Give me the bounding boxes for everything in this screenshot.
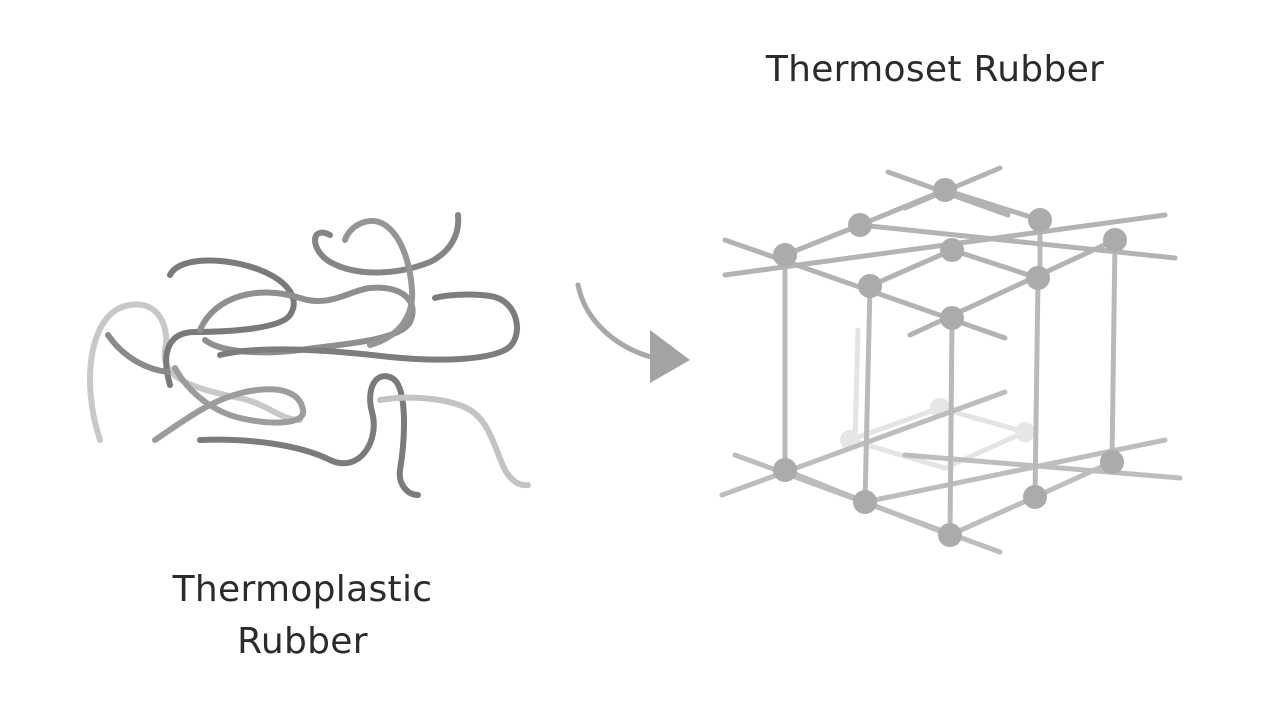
thermoplastic-label: Thermoplastic Rubber xyxy=(120,564,485,668)
thermoplastic-label-line1: Thermoplastic xyxy=(172,569,433,610)
arrow-head xyxy=(650,330,690,383)
chain-dark-2 xyxy=(312,212,462,276)
thermoplastic-label-line2: Rubber xyxy=(237,621,368,662)
chain-light-2 xyxy=(377,394,531,489)
curved-arrow-icon xyxy=(575,282,690,383)
lattice-cube-icon xyxy=(719,165,1183,555)
chain-mid-2 xyxy=(342,218,416,348)
chain-dark-4 xyxy=(197,373,421,498)
arrow-shaft xyxy=(575,282,658,361)
chain-mid-3 xyxy=(152,365,307,443)
chain-light-1 xyxy=(87,301,303,443)
chain-mid-4 xyxy=(105,332,171,375)
chain-dark-1 xyxy=(163,257,297,388)
chain-dark-3 xyxy=(217,291,520,363)
thermoset-label: Thermoset Rubber xyxy=(765,49,1105,90)
tangled-chains-icon xyxy=(87,212,531,498)
